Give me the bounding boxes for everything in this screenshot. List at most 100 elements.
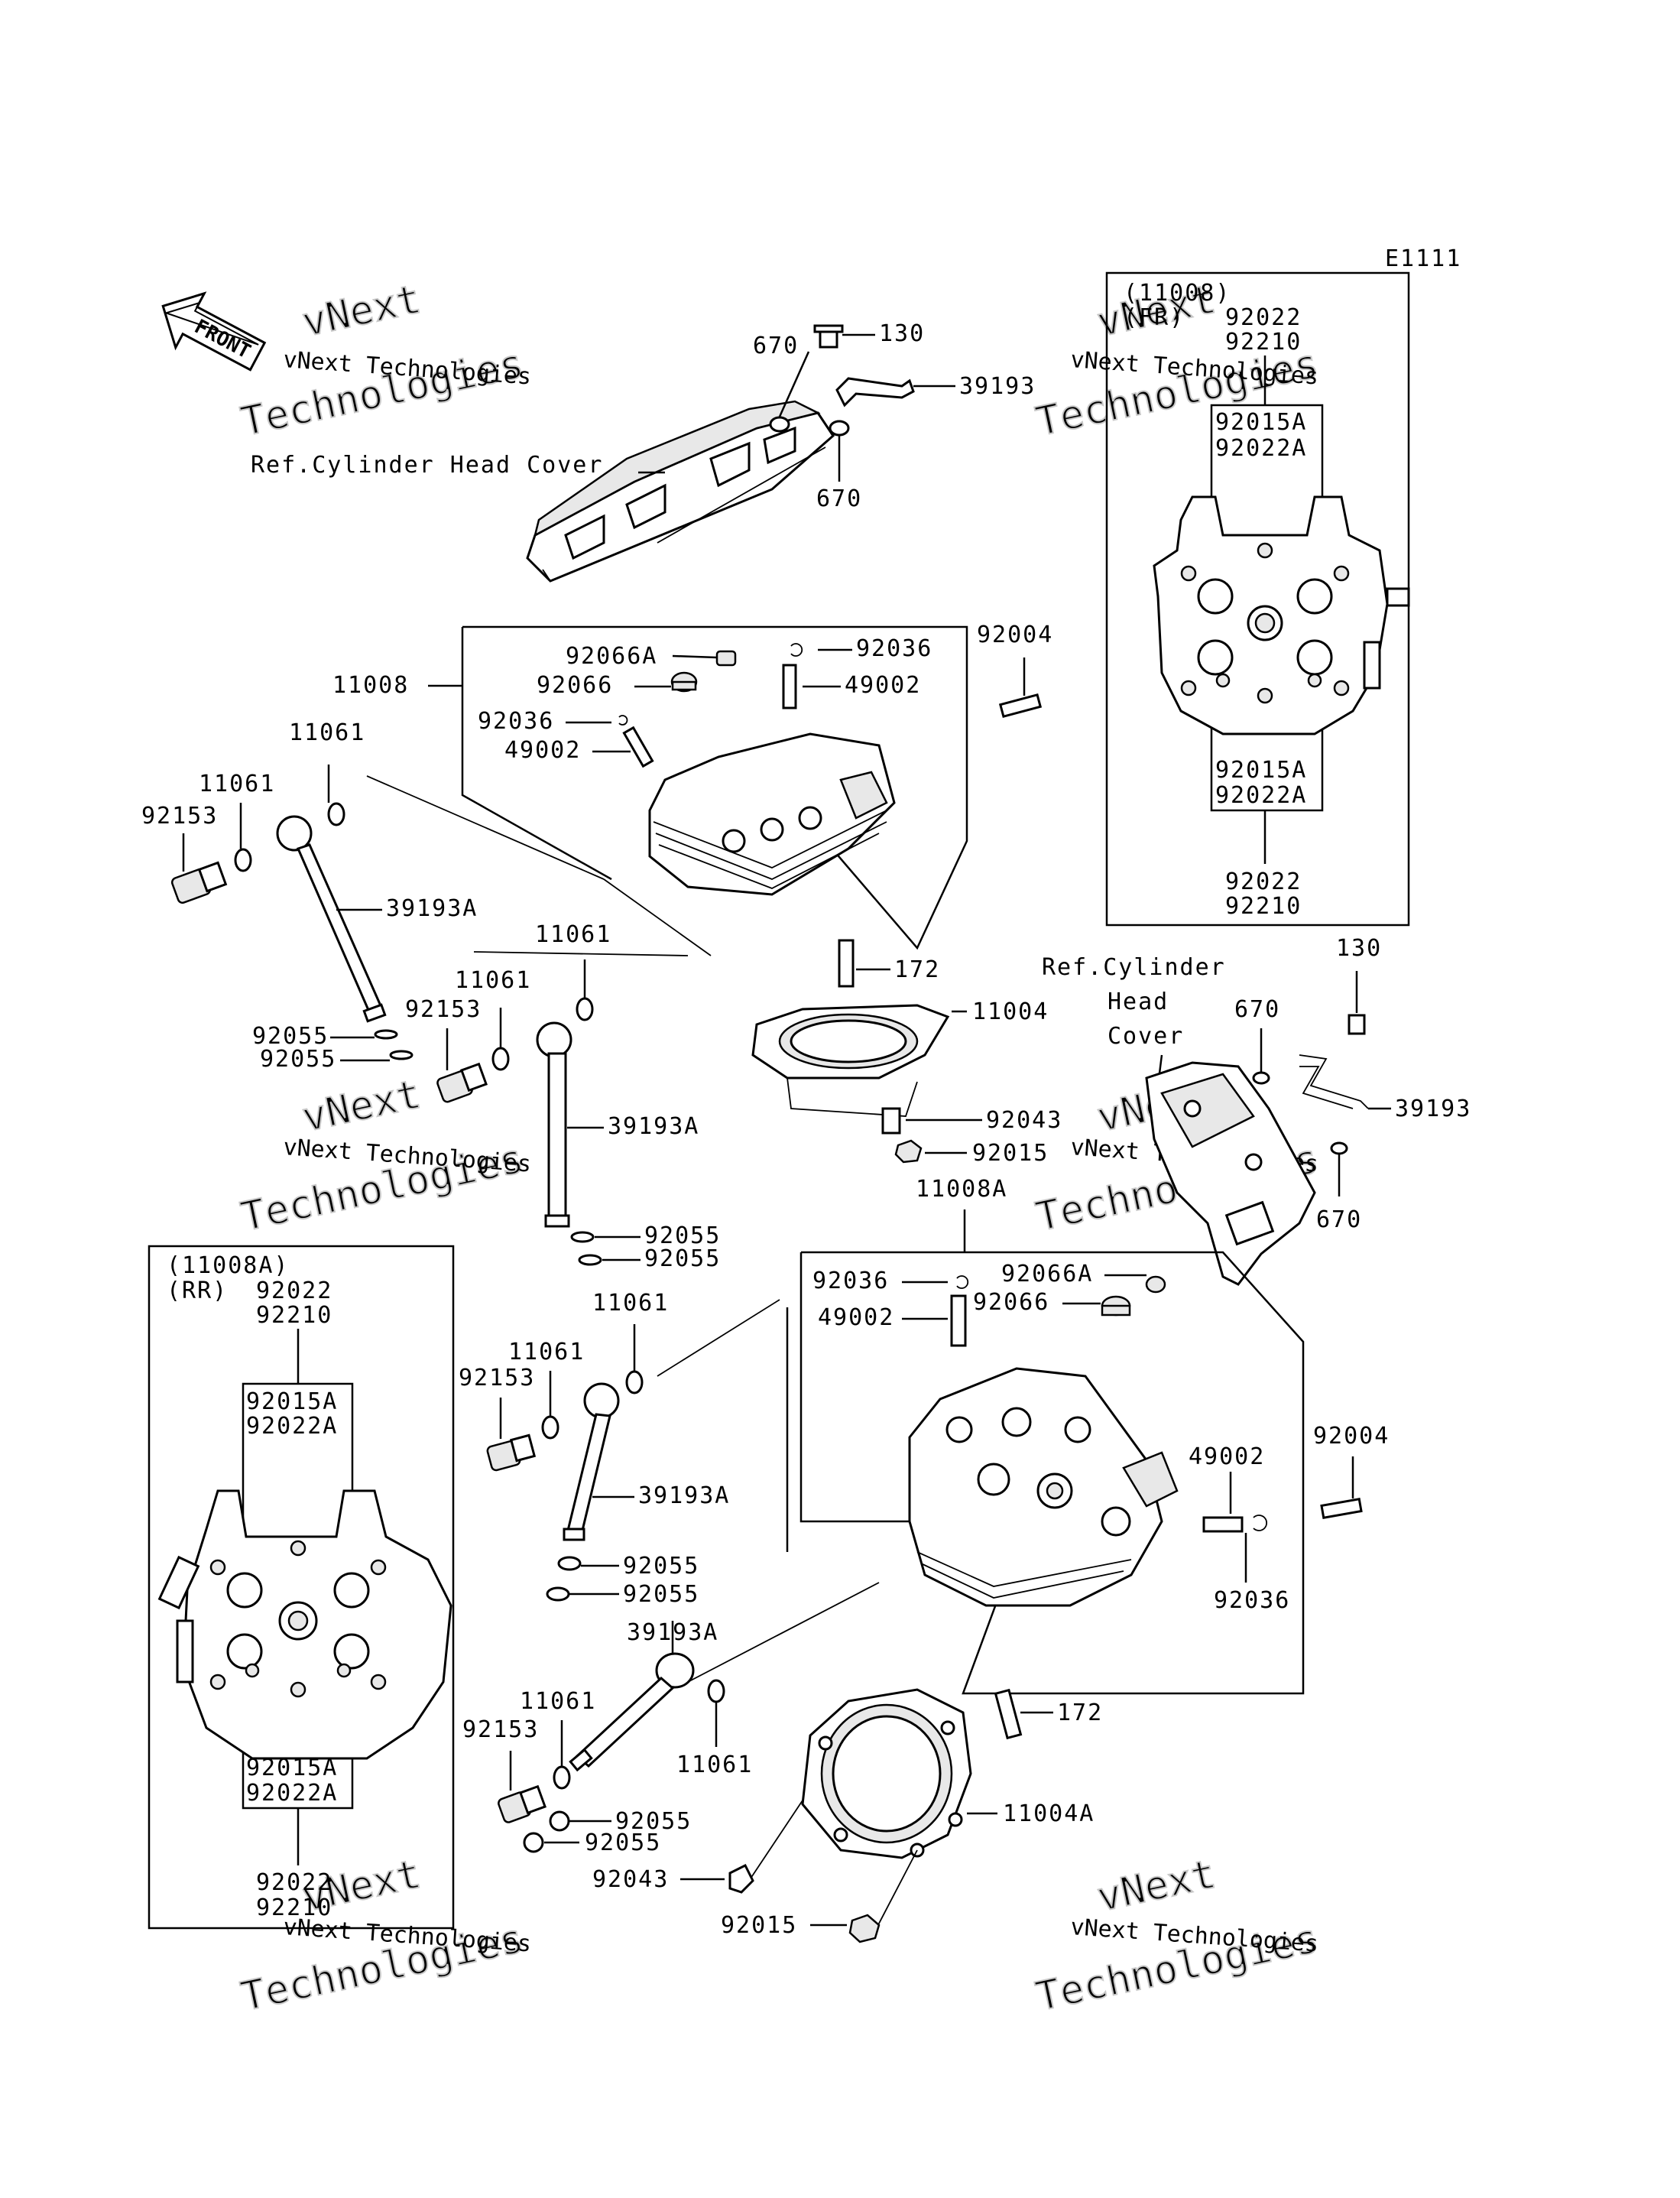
washer-11061 xyxy=(541,1415,559,1440)
label-92015A: 92015A xyxy=(1215,409,1307,436)
label-670: 670 xyxy=(1316,1206,1362,1233)
rr-detail-panel: (11008A) (RR) 92022 92210 92015A 92022A … xyxy=(148,1245,455,1930)
label-92066: 92066 xyxy=(537,672,613,699)
label-92210: 92210 xyxy=(1225,893,1302,920)
washer-11061 xyxy=(707,1679,725,1703)
o-ring-92055 xyxy=(557,1556,582,1571)
nut-92015 xyxy=(894,1139,923,1164)
cylinder-head-top-view-fr xyxy=(1153,495,1410,735)
stud-172 xyxy=(994,1688,1023,1740)
label-39193A: 39193A xyxy=(638,1482,730,1509)
banjo-bolt-92153 xyxy=(170,861,228,904)
watermark-line1: vNext xyxy=(298,1071,425,1141)
fr-panel-sub: (FR) xyxy=(1124,304,1185,331)
label-39193: 39193 xyxy=(959,373,1036,400)
washer-11061 xyxy=(576,997,594,1021)
watermark-line1: vNext xyxy=(1093,1851,1220,1920)
o-ring-92055 xyxy=(549,1810,570,1832)
clip-92036 xyxy=(956,1275,969,1289)
label-92153: 92153 xyxy=(459,1365,535,1391)
ref-head-cover-line2: Head xyxy=(1108,989,1169,1015)
watermark-line1: vNext xyxy=(298,276,425,346)
o-ring-92055 xyxy=(546,1586,570,1602)
label-11004A: 11004A xyxy=(1003,1800,1095,1827)
label-49002: 49002 xyxy=(818,1304,894,1331)
banjo-bolt-92153 xyxy=(486,1433,537,1472)
label-172: 172 xyxy=(1057,1700,1103,1726)
o-ring-92055 xyxy=(374,1029,398,1040)
label-92004: 92004 xyxy=(977,622,1053,648)
label-11061: 11061 xyxy=(592,1290,669,1317)
label-92055: 92055 xyxy=(644,1245,721,1272)
label-92055: 92055 xyxy=(585,1830,661,1856)
stud-92004 xyxy=(998,693,1043,719)
rr-panel-sub: (RR) xyxy=(167,1278,228,1304)
label-92043: 92043 xyxy=(592,1866,669,1893)
banjo-bolt-92153 xyxy=(436,1062,488,1103)
washer-11061 xyxy=(553,1765,571,1790)
cylinder-head-cover-rear xyxy=(1145,1061,1316,1286)
label-11004: 11004 xyxy=(972,998,1049,1025)
label-92055: 92055 xyxy=(644,1222,721,1249)
stud-172 xyxy=(838,939,855,988)
washer-11061 xyxy=(327,802,345,826)
label-11061: 11061 xyxy=(199,771,275,797)
valve-guide-49002 xyxy=(950,1294,967,1347)
cap-92066A xyxy=(715,650,737,667)
washer-11061 xyxy=(625,1370,644,1394)
label-172: 172 xyxy=(894,956,940,983)
head-gasket-11004A xyxy=(801,1688,972,1859)
label-49002: 49002 xyxy=(845,672,921,699)
oil-pipe-39193A xyxy=(536,1021,572,1228)
label-92015A: 92015A xyxy=(246,1388,338,1415)
label-92066A: 92066A xyxy=(1001,1261,1093,1287)
label-39193: 39193 xyxy=(1395,1096,1471,1122)
banjo-bolt-92153 xyxy=(498,1784,546,1823)
label-670: 670 xyxy=(1234,996,1280,1023)
label-49002: 49002 xyxy=(1189,1443,1265,1470)
label-92036: 92036 xyxy=(1214,1587,1290,1614)
label-92055: 92055 xyxy=(615,1808,692,1835)
washer-11061 xyxy=(234,848,252,872)
label-11008A: 11008A xyxy=(916,1176,1007,1203)
label-39193A: 39193A xyxy=(608,1113,699,1140)
cap-92066 xyxy=(1101,1295,1131,1317)
label-11061: 11061 xyxy=(508,1339,585,1365)
cylinder-head-front xyxy=(648,732,896,896)
label-92022A: 92022A xyxy=(246,1780,338,1807)
oil-pipe-39193-top xyxy=(769,324,915,437)
oil-pipe-39193A xyxy=(569,1652,695,1772)
label-11061: 11061 xyxy=(455,967,531,994)
cylinder-head-rear xyxy=(908,1367,1179,1607)
label-92153: 92153 xyxy=(141,803,218,830)
stud-92004 xyxy=(1320,1498,1363,1519)
label-92015: 92015 xyxy=(721,1912,797,1939)
dowel-pin-92043 xyxy=(881,1107,901,1135)
rr-panel-title: (11008A) xyxy=(167,1252,290,1279)
clip-92036 xyxy=(618,715,628,726)
o-ring-670 xyxy=(1330,1141,1348,1155)
label-92022: 92022 xyxy=(1225,304,1302,331)
label-92066A: 92066A xyxy=(566,643,657,670)
label-92210: 92210 xyxy=(256,1302,332,1329)
label-92022A: 92022A xyxy=(246,1413,338,1440)
label-11061: 11061 xyxy=(676,1752,753,1778)
label-92022: 92022 xyxy=(1225,868,1302,895)
label-92210: 92210 xyxy=(256,1894,332,1921)
label-92036: 92036 xyxy=(478,708,554,735)
label-92066: 92066 xyxy=(973,1289,1049,1316)
o-ring-92055 xyxy=(570,1231,595,1243)
label-130: 130 xyxy=(879,320,925,347)
diagram-code: E1111 xyxy=(1385,245,1461,272)
label-92015A: 92015A xyxy=(1215,757,1307,784)
label-39193A: 39193A xyxy=(627,1619,718,1646)
label-49002: 49002 xyxy=(504,737,581,764)
label-11061: 11061 xyxy=(520,1688,596,1715)
fr-detail-panel: (11008) (FR) 92022 92210 92015A 92022A 9… xyxy=(1105,271,1410,927)
label-92004: 92004 xyxy=(1313,1423,1390,1450)
clip-92036 xyxy=(790,643,803,657)
label-92022: 92022 xyxy=(256,1278,332,1304)
valve-guide-49002 xyxy=(782,664,797,709)
ref-head-cover-line3: Cover xyxy=(1108,1023,1184,1050)
